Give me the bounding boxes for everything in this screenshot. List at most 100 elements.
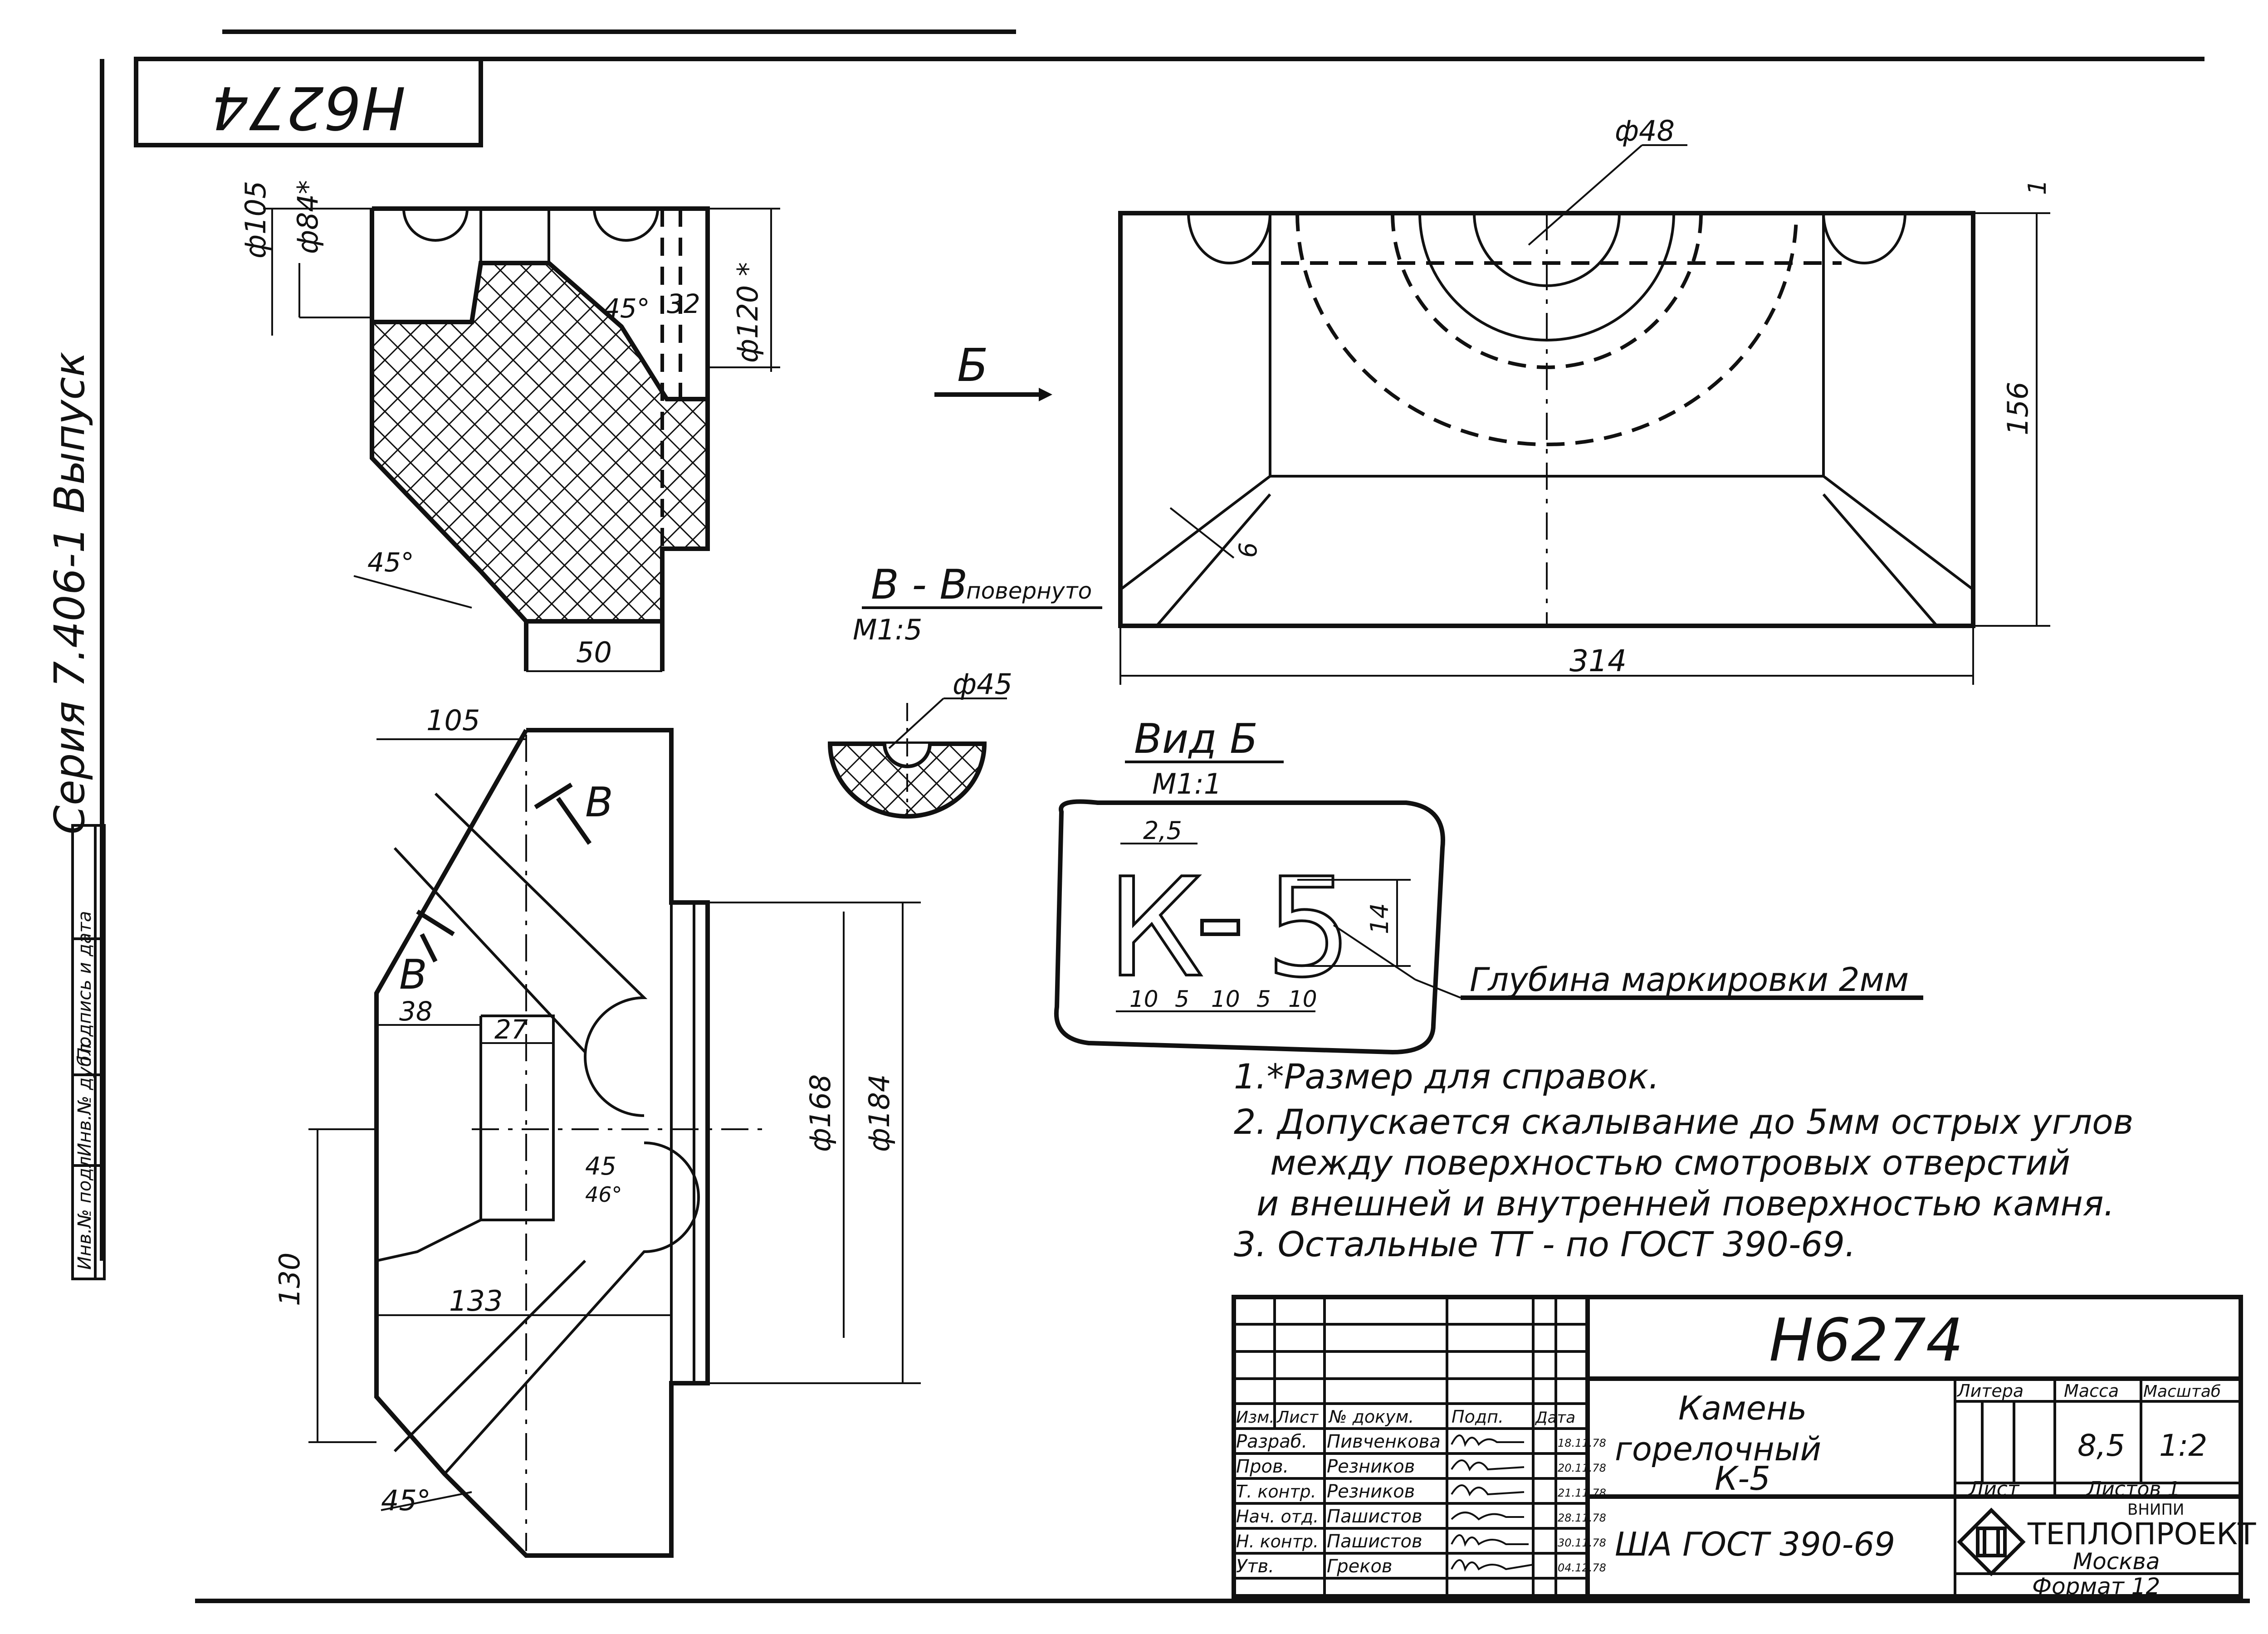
section-scale: М1:5 <box>853 613 922 646</box>
dim-d6: 6 <box>1234 542 1262 558</box>
tb-name-1: Пивченкова <box>1327 1431 1441 1452</box>
tb-role-6: Утв. <box>1236 1556 1274 1577</box>
tb-org-city: Москва <box>2073 1548 2160 1575</box>
dim-a45-bottom: 45° <box>381 1484 431 1517</box>
marking-view: Вид Б М1:1 К 5 2,5 14 10 5 10 5 10 Глуби… <box>1054 715 1923 1055</box>
tb-org-name: ТЕПЛОПРОЕКТ <box>2027 1517 2256 1551</box>
tb-header-podp: Подп. <box>1452 1407 1504 1427</box>
dim-d120: ф120 * <box>731 262 764 363</box>
tb-litera-label: Литера <box>1956 1381 2024 1401</box>
strip-signature: Подпись и дата <box>74 911 95 1061</box>
tb-role-2: Пров. <box>1236 1456 1289 1477</box>
dim-d105-plan: 105 <box>426 704 480 737</box>
tb-header-ndok: № докум. <box>1328 1407 1414 1427</box>
tb-mass-value: 8,5 <box>2077 1428 2125 1463</box>
tb-part-name-1: Камень <box>1678 1389 1807 1427</box>
tb-header-izm: Изм. <box>1236 1408 1275 1427</box>
view-scale: М1:1 <box>1152 767 1222 800</box>
dim-d156: 156 <box>2001 382 2034 435</box>
dim-d50: 50 <box>576 636 612 669</box>
tb-scale-value: 1:2 <box>2159 1428 2207 1463</box>
tb-date-2: 20.11.78 <box>1558 1462 1606 1474</box>
dim-d27: 27 <box>494 1014 528 1045</box>
dim-d130: 130 <box>273 1253 306 1306</box>
tb-part-name-3: К-5 <box>1715 1459 1770 1497</box>
tb-role-4: Нач. отд. <box>1236 1507 1319 1527</box>
section-mark-left: В <box>399 951 427 999</box>
tb-role-1: Разраб. <box>1236 1431 1307 1452</box>
dim-d105: ф105 <box>239 181 272 259</box>
dim-d32: 32 <box>667 288 700 319</box>
plan-view: В В 105 38 27 45 46° ф168 ф184 130 133 4… <box>273 704 921 1558</box>
signatures <box>1451 1434 1534 1572</box>
dim-d38: 38 <box>399 996 433 1027</box>
tb-name-3: Резников <box>1327 1481 1415 1502</box>
tb-date-3: 21.11.78 <box>1558 1487 1606 1499</box>
section-mark-top: В <box>585 779 613 826</box>
view-arrow: Б <box>934 339 1052 401</box>
tb-name-5: Пашистов <box>1327 1531 1422 1552</box>
tb-sheet-label: Лист <box>1968 1478 2020 1501</box>
dim-a45-inner: 45 <box>585 1152 616 1180</box>
tb-date-4: 28.11.78 <box>1558 1512 1606 1524</box>
tb-drawing-number: Н6274 <box>1769 1306 1964 1375</box>
dim-a45-top: 45° <box>603 293 650 324</box>
tb-mass-label: Масса <box>2064 1381 2119 1401</box>
tb-part-name-2: горелочный <box>1615 1430 1821 1468</box>
dim-d45-section: ф45 <box>953 668 1012 701</box>
dim-d84: ф84* <box>291 180 324 254</box>
note-2-cont-b: и внешней и внутренней поверхностью камн… <box>1256 1183 2115 1224</box>
rotated-stamp: Н6274 <box>134 57 483 147</box>
dim-d2-5: 2,5 <box>1143 816 1182 845</box>
strip-inv-no: Инв.№ подл. <box>74 1151 95 1270</box>
dim-d10c: 10 <box>1288 986 1317 1012</box>
dim-a46-inner: 46° <box>585 1182 622 1207</box>
front-section-view: ф105 ф84* ф120 * 45° 32 45° 50 <box>239 180 780 672</box>
tb-name-4: Пашистов <box>1327 1506 1422 1527</box>
tb-date-1: 18.11.78 <box>1558 1437 1606 1449</box>
view-title: Вид Б <box>1134 715 1258 763</box>
series-label: Серия 7.406-1 Выпуск <box>45 352 94 834</box>
side-view: ф48 156 1 6 314 <box>1118 114 2052 685</box>
note-2-cont-a: между поверхностью смотровых отверстий <box>1270 1142 2070 1183</box>
tb-role-3: Т. контр. <box>1236 1482 1316 1502</box>
dim-d5a: 5 <box>1175 986 1189 1012</box>
dim-a45-left: 45° <box>367 547 414 578</box>
tb-role-5: Н. контр. <box>1236 1532 1319 1551</box>
title-block: Изм. Лист № докум. Подп. Дата Разраб. Пи… <box>1232 1295 2256 1600</box>
tb-header-list: Лист <box>1276 1408 1319 1427</box>
marking-dash <box>1200 919 1240 936</box>
marking-letter-k: К <box>1107 849 1203 1007</box>
section-bb: В - В повернуто М1:5 ф45 <box>827 561 1102 819</box>
tb-material: ША ГОСТ 390-69 <box>1615 1525 1895 1563</box>
stamp-rotated-text: Н6274 <box>211 73 406 142</box>
tb-format: Формат 12 <box>2032 1573 2160 1600</box>
tb-org-small: ВНИПИ <box>2127 1501 2184 1519</box>
dim-d10a: 10 <box>1129 986 1158 1012</box>
section-rotated: повернуто <box>966 578 1092 604</box>
revision-grid: Изм. Лист № докум. Подп. Дата Разраб. Пи… <box>1234 1297 1606 1596</box>
dim-d10b: 10 <box>1211 986 1240 1012</box>
tb-name-6: Греков <box>1327 1556 1393 1577</box>
tb-header-data: Дата <box>1535 1409 1575 1427</box>
tb-scale-label: Масштаб <box>2143 1382 2221 1401</box>
tb-sheets-label: Листов 1 <box>2086 1478 2180 1501</box>
note-1: 1.*Размер для справок. <box>1234 1056 1659 1097</box>
dim-d168: ф168 <box>804 1074 837 1152</box>
technical-notes: 1.*Размер для справок. 2. Допускается ск… <box>1234 1056 2133 1264</box>
left-strip: Серия 7.406-1 Выпуск Подпись и дата Инв.… <box>45 352 106 1280</box>
sheet-frame <box>100 29 2250 1603</box>
dim-d48: ф48 <box>1615 114 1675 147</box>
dim-d14: 14 <box>1365 903 1394 934</box>
tb-date-5: 30.11.78 <box>1558 1536 1606 1549</box>
hatched-section <box>370 261 710 624</box>
dim-d184: ф184 <box>863 1074 896 1152</box>
dim-d133: 133 <box>449 1284 503 1317</box>
org-logo <box>1957 1507 2026 1576</box>
note-2: 2. Допускается скалывание до 5мм острых … <box>1234 1102 2133 1142</box>
tb-name-2: Резников <box>1327 1456 1415 1477</box>
view-arrow-label: Б <box>957 339 988 392</box>
dim-d314: 314 <box>1569 644 1627 678</box>
note-3: 3. Остальные ТТ - по ГОСТ 390-69. <box>1234 1224 1856 1264</box>
